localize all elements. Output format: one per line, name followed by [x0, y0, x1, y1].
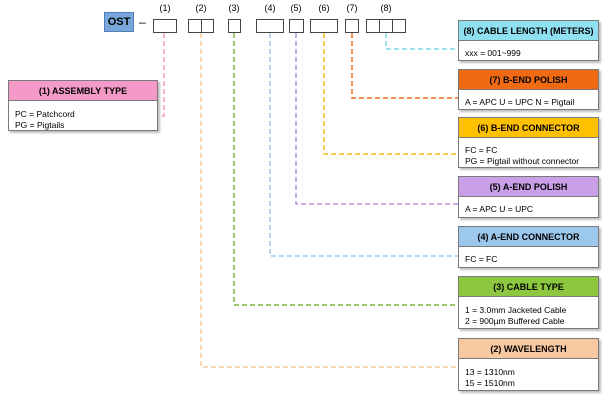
panel-b-end-polish: (7) B-END POLISH A = APC U = UPC N = Pig…: [458, 69, 599, 110]
connector-line-assembly-type: [158, 33, 165, 117]
connector-line-a-end-polish: [295, 33, 458, 205]
panel-title: (6) B-END CONNECTOR: [459, 118, 598, 138]
connector-line-a-end-connector: [269, 33, 458, 257]
panel-title: (7) B-END POLISH: [459, 70, 598, 90]
position-label-1: (1): [159, 3, 171, 13]
prefix-dash: –: [139, 15, 146, 29]
code-box-6: [310, 19, 338, 33]
code-box-divider: [392, 19, 393, 33]
panel-title: (5) A-END POLISH: [459, 177, 598, 197]
code-box-3: [228, 19, 241, 33]
panel-line: A = APC U = UPC: [465, 204, 534, 214]
prefix-box: OST: [104, 12, 134, 32]
position-label-8: (8): [380, 3, 392, 13]
code-box-divider: [379, 19, 380, 33]
panel-line: xxx = 001~999: [465, 48, 521, 58]
position-label-5: (5): [290, 3, 302, 13]
connector-line-b-end-connector: [323, 33, 458, 155]
panel-b-end-connector: (6) B-END CONNECTOR FC = FC PG = Pigtail…: [458, 117, 599, 168]
panel-wavelength: (2) WAVELENGTH 13 = 1310nm 15 = 1510nm: [458, 338, 599, 391]
panel-a-end-polish: (5) A-END POLISH A = APC U = UPC: [458, 176, 599, 218]
panel-line: 15 = 1510nm: [465, 378, 515, 388]
panel-line: A = APC U = UPC N = Pigtail: [465, 97, 575, 107]
panel-line: FC = FC: [465, 145, 498, 155]
code-box-divider: [201, 19, 202, 33]
panel-line: 2 = 900µm Buffered Cable: [465, 316, 565, 326]
panel-line: PG = Pigtails: [15, 120, 65, 130]
position-label-7: (7): [346, 3, 358, 13]
code-box-7: [345, 19, 359, 33]
code-box-5: [289, 19, 304, 33]
panel-title: (1) ASSEMBLY TYPE: [9, 81, 157, 101]
position-label-4: (4): [264, 3, 276, 13]
panel-cable-type: (3) CABLE TYPE 1 = 3.0mm Jacketed Cable …: [458, 276, 599, 329]
code-box-4: [256, 19, 284, 33]
code-box-8: [366, 19, 406, 33]
connector-line-wavelength: [200, 33, 458, 368]
panel-title: (3) CABLE TYPE: [459, 277, 598, 297]
connector-line-cable-type: [233, 33, 458, 306]
panel-title: (4) A-END CONNECTOR: [459, 227, 598, 247]
panel-assembly-type: (1) ASSEMBLY TYPE PC = Patchcord PG = Pi…: [8, 80, 158, 131]
position-label-6: (6): [318, 3, 330, 13]
connector-line-b-end-polish: [351, 33, 458, 99]
panel-line: 1 = 3.0mm Jacketed Cable: [465, 305, 567, 315]
position-label-2: (2): [195, 3, 207, 13]
panel-line: PC = Patchcord: [15, 109, 75, 119]
position-label-3: (3): [228, 3, 240, 13]
panel-title: (2) WAVELENGTH: [459, 339, 598, 359]
code-box-1: [153, 19, 177, 33]
panel-cable-length: (8) CABLE LENGTH (METERS) xxx = 001~999: [458, 20, 599, 61]
panel-line: 13 = 1310nm: [465, 367, 515, 377]
connector-line-cable-length: [385, 33, 458, 50]
panel-a-end-connector: (4) A-END CONNECTOR FC = FC: [458, 226, 599, 268]
panel-line: FC = FC: [465, 254, 498, 264]
panel-line: PG = Pigtail without connector: [465, 156, 580, 166]
panel-title: (8) CABLE LENGTH (METERS): [459, 21, 598, 41]
